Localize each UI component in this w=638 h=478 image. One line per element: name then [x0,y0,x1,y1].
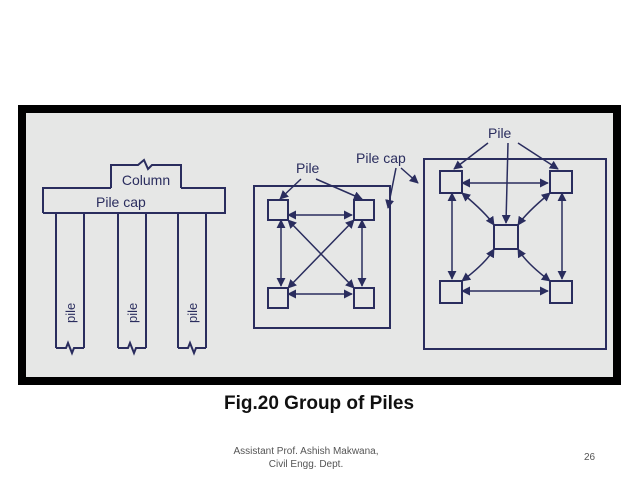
pile-cap-label-mid: Pile cap [356,150,406,166]
pile-cap-label-left: Pile cap [96,194,146,210]
figure-scan: Column Pile cap pile pile pile [26,113,613,377]
pile-square-right-center [493,224,519,250]
pile-square-right-br [549,280,573,304]
footer-author: Assistant Prof. Ashish Makwana, Civil En… [196,445,416,471]
pile-outline-1 [55,213,85,356]
page-number: 26 [584,452,596,463]
pile-square-right-bl [439,280,463,304]
pile-cap-square-mid [253,185,391,329]
pile-square-right-tl [439,170,463,194]
four-pile-plan [253,185,391,329]
pile-outline-2 [117,213,147,356]
elevation-view [42,158,226,356]
pile-label-right: Pile [488,125,512,141]
pile-square-mid-tl [267,199,289,221]
column-outline [110,158,182,188]
pile-label-mid: Pile [296,160,320,176]
pile-label-2: pile [125,303,140,323]
pile-cap-outline [42,187,226,214]
pile-label-3: pile [185,303,200,323]
pile-square-right-tr [549,170,573,194]
pile-group-diagram: Column Pile cap pile pile pile [42,125,607,356]
pile-square-mid-bl [267,287,289,309]
four-pile-arrows [276,167,419,299]
pile-cap-square-right [423,158,607,350]
figure-caption: Fig.20 Group of Piles [223,393,415,414]
column-label: Column [122,172,170,188]
author-department: Civil Engg. Dept. [268,459,344,470]
pile-square-mid-tr [353,199,375,221]
pile-outline-3 [177,213,207,356]
five-pile-arrows [447,142,567,296]
author-name: Assistant Prof. Ashish Makwana, [233,446,379,457]
pile-label-1: pile [63,303,78,323]
pile-square-mid-br [353,287,375,309]
figure-frame: Column Pile cap pile pile pile [18,105,621,385]
